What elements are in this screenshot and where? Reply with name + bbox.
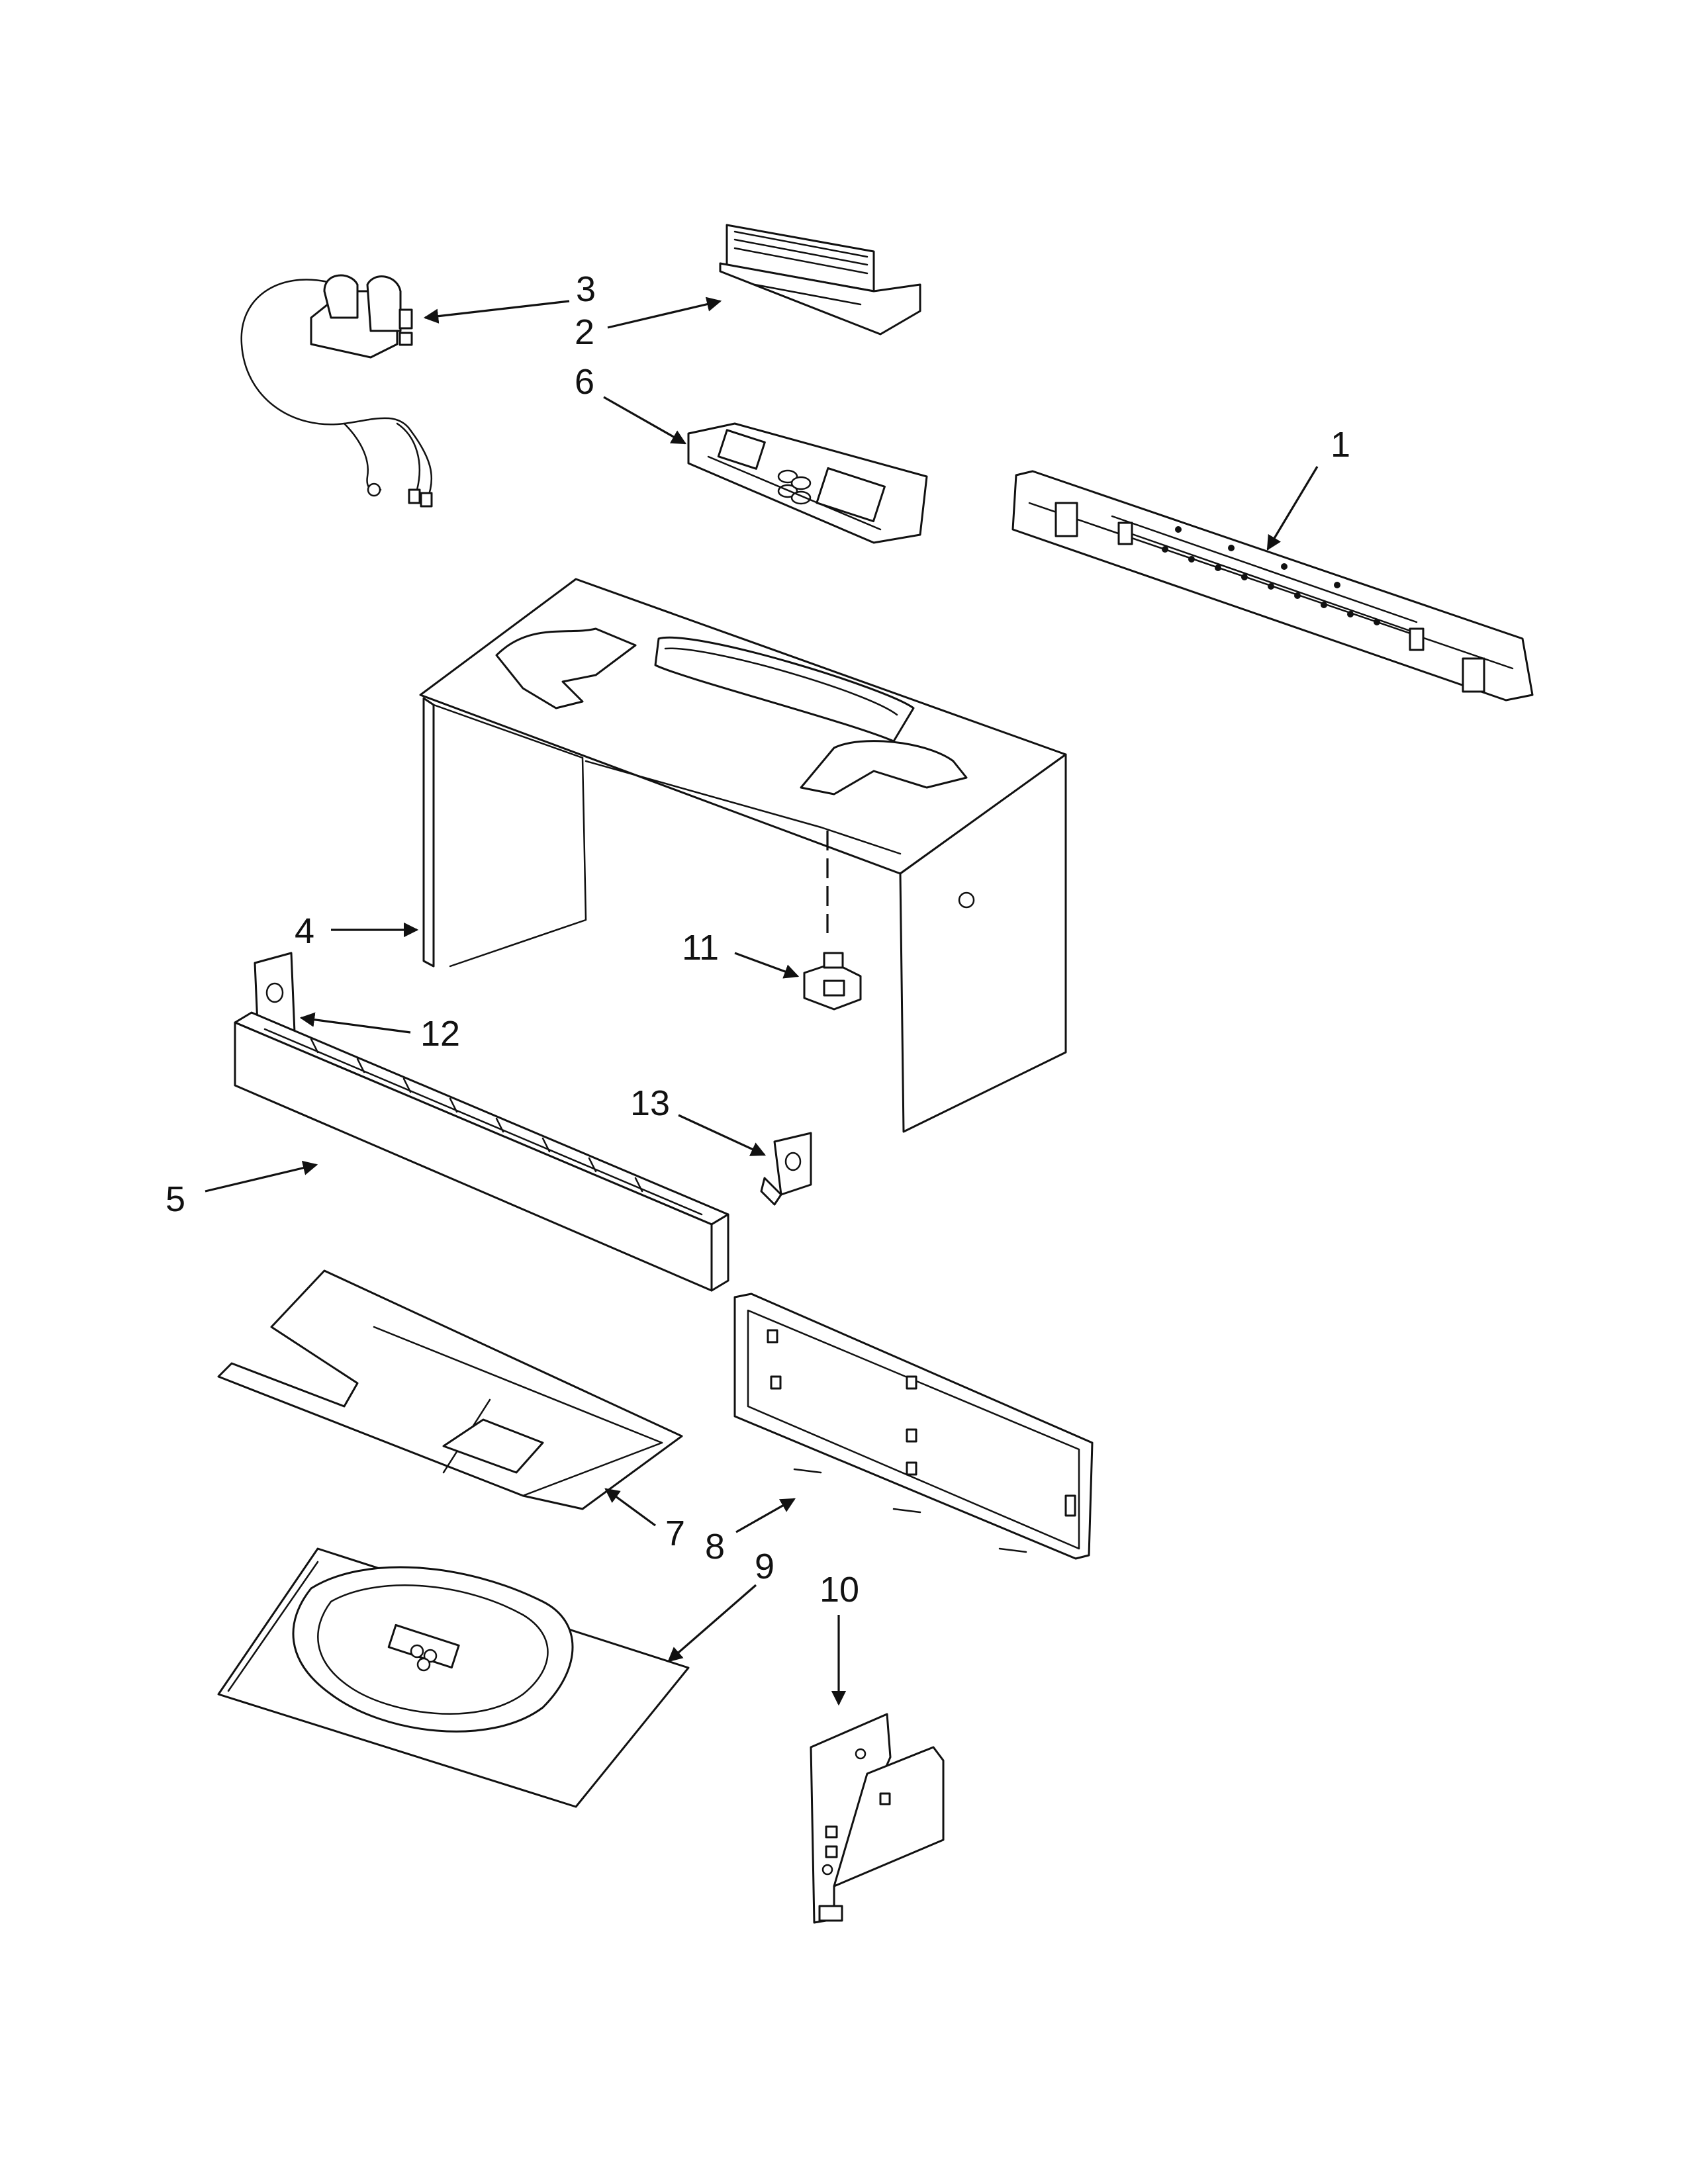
callout-10: 10 [820, 1570, 859, 1610]
callout-8: 8 [705, 1527, 725, 1567]
cabinet-wrapper-part[interactable] [419, 578, 1067, 1133]
cavity-base-part[interactable] [217, 1547, 690, 1808]
side-bracket-part[interactable] [810, 1713, 945, 1924]
right-bracket-part[interactable] [760, 1132, 812, 1206]
callout-6: 6 [575, 362, 594, 402]
callout-9: 9 [755, 1547, 774, 1586]
callout-3: 3 [576, 269, 596, 309]
top-vent-part[interactable] [719, 224, 921, 336]
power-cord-part[interactable] [240, 274, 433, 508]
callout-labels: 1 2 3 4 5 6 7 8 9 10 11 12 13 [165, 269, 1350, 1610]
callout-12: 12 [420, 1014, 460, 1054]
callout-1: 1 [1331, 425, 1350, 465]
callout-13: 13 [630, 1083, 670, 1123]
control-bracket-part[interactable] [687, 422, 928, 544]
callout-5: 5 [165, 1179, 185, 1219]
bottom-shield-part[interactable] [217, 1269, 683, 1510]
leader-lines [205, 296, 1319, 1706]
callout-2: 2 [575, 312, 594, 352]
back-panel-part[interactable] [733, 1293, 1094, 1560]
mounting-plate-part[interactable] [1011, 470, 1534, 702]
callout-11: 11 [682, 928, 719, 968]
callout-4: 4 [295, 911, 314, 951]
callout-7: 7 [665, 1514, 685, 1553]
switch-part[interactable] [803, 952, 862, 1011]
air-duct-part[interactable] [234, 1011, 729, 1292]
